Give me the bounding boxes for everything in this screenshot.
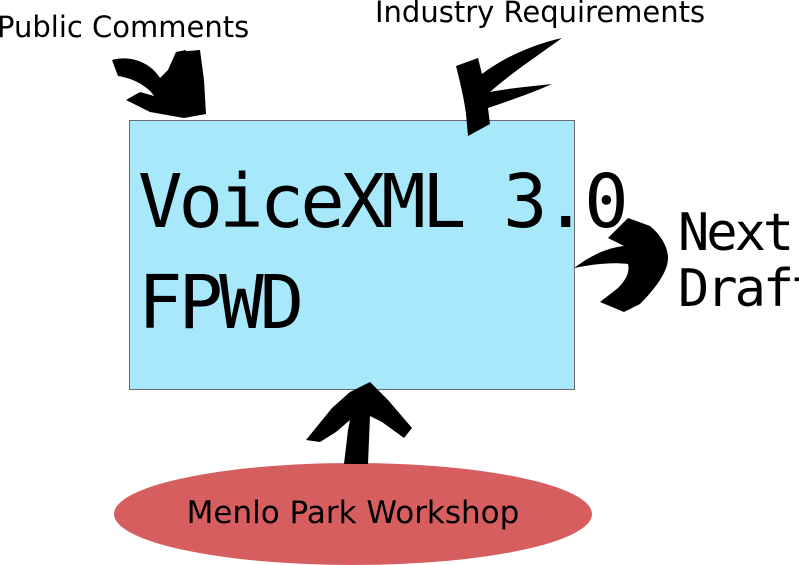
box-subtitle: FPWD — [138, 260, 304, 346]
industry-requirements-label: Industry Requirements — [375, 0, 706, 29]
workshop-label: Menlo Park Workshop — [186, 495, 520, 531]
workshop-ellipse: Menlo Park Workshop — [114, 463, 592, 565]
box-title: VoiceXML 3.0 — [138, 159, 629, 245]
industry-requirements-arrow-icon — [456, 38, 562, 136]
next-draft-line1: Next — [678, 203, 794, 263]
next-draft-arrow-icon — [574, 218, 668, 312]
next-draft-line2: Draft — [678, 259, 799, 319]
public-comments-label: Public Comments — [0, 10, 250, 44]
next-draft-label: Next Draft — [678, 205, 799, 317]
voicexml-box: VoiceXML 3.0 FPWD — [129, 120, 629, 390]
workshop-arrow-icon — [306, 382, 412, 464]
public-comments-arrow-icon — [112, 50, 206, 118]
